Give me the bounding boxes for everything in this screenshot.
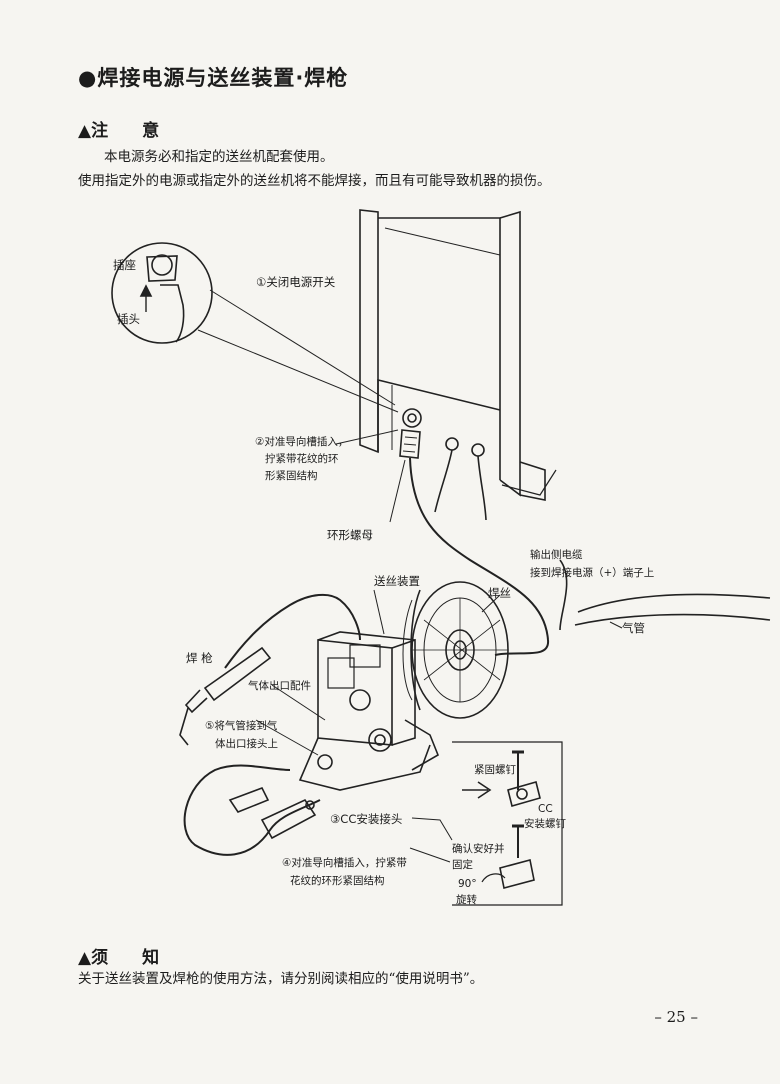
zoom-detail-circle bbox=[111, 242, 213, 344]
label-fixing-screw: 紧固螺钉 bbox=[474, 764, 516, 776]
label-gas-outlet: 气体出口配件 bbox=[248, 679, 311, 692]
label-wire-feeder: 送丝装置 bbox=[374, 574, 420, 588]
label-step-2-line-1: ②对准导向槽插入， bbox=[255, 435, 348, 448]
notice-line-1: 关于送丝装置及焊枪的使用方法，请分别阅读相应的“使用说明书”。 bbox=[78, 971, 484, 987]
gas-outlet-icon bbox=[317, 754, 333, 770]
direction-arrow-icon bbox=[462, 781, 492, 799]
notice-heading: ▲须 知 bbox=[78, 948, 160, 968]
caution-line-1: 本电源务必和指定的送丝机配套使用。 bbox=[104, 149, 334, 165]
label-step-1: ①关闭电源开关 bbox=[256, 275, 336, 289]
cc-connector-icon bbox=[260, 798, 317, 840]
label-cc-screw-line-2: 安装螺钉 bbox=[524, 817, 566, 830]
label-rotate-line-2: 旋转 bbox=[456, 893, 477, 906]
caution-line-2: 使用指定外的电源或指定外的送丝机将不能焊接，而且有可能导致机器的损伤。 bbox=[78, 173, 551, 189]
panel-socket-icon bbox=[402, 408, 422, 428]
page-number: – 25 – bbox=[654, 1008, 698, 1026]
label-plug: 插头 bbox=[117, 312, 140, 326]
label-confirm-line-1: 确认安好并 bbox=[452, 842, 505, 855]
label-step-2-line-3: 形紧固结构 bbox=[265, 469, 318, 482]
cabinet-left-panel bbox=[359, 209, 379, 454]
label-step-5-line-2: 体出口接头上 bbox=[215, 737, 278, 750]
caution-heading: ▲注 意 bbox=[78, 121, 160, 141]
label-step-3: ③CC安装接头 bbox=[330, 812, 402, 826]
rotate-arrow-icon bbox=[481, 873, 506, 883]
label-confirm-line-2: 固定 bbox=[452, 858, 473, 871]
label-welding-wire: 焊丝 bbox=[488, 586, 511, 600]
label-output-cable-line-1: 输出侧电缆 bbox=[530, 548, 583, 561]
label-step-2-line-2: 拧紧带花纹的环 bbox=[265, 452, 339, 465]
label-step-5-line-1: ⑤将气管接到气 bbox=[205, 719, 278, 732]
label-step-4-line-1: ④对准导向槽插入，拧紧带 bbox=[282, 856, 407, 869]
label-torch: 焊 枪 bbox=[186, 651, 213, 665]
cabinet-right-panel bbox=[499, 210, 521, 497]
label-ring-nut: 环形螺母 bbox=[327, 528, 373, 542]
label-gas-hose: 气管 bbox=[622, 621, 645, 635]
ring-nut-icon bbox=[399, 429, 421, 459]
label-socket: 插座 bbox=[113, 258, 136, 272]
label-rotate-line-1: 90° bbox=[458, 878, 477, 890]
label-step-4-line-2: 花纹的环形紧固结构 bbox=[290, 874, 385, 887]
label-output-cable-line-2: 接到焊接电源（+）端子上 bbox=[530, 566, 654, 579]
page-title: ●焊接电源与送丝装置·焊枪 bbox=[78, 66, 349, 90]
detail-inset-box bbox=[452, 741, 563, 906]
welding-torch-icon bbox=[203, 646, 272, 702]
label-cc-screw-line-1: CC bbox=[538, 803, 553, 815]
